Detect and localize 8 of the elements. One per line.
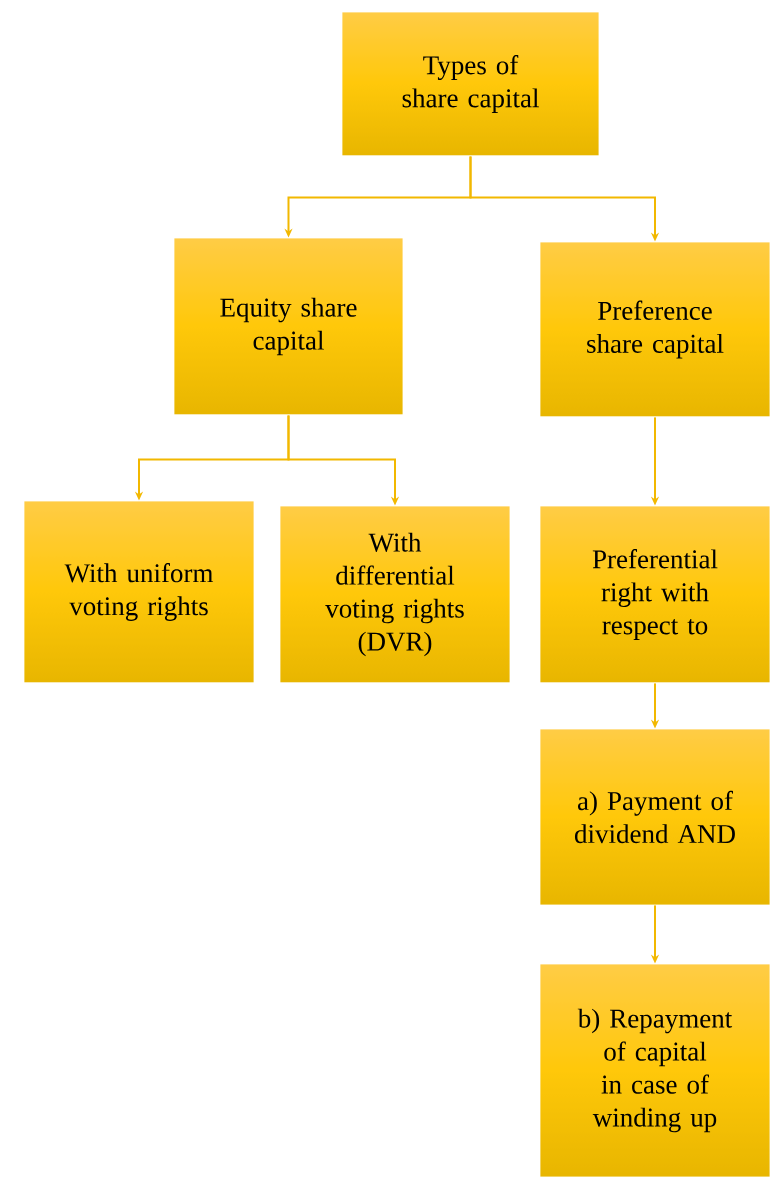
process-box: With uniform voting rights <box>23 500 255 684</box>
process-box: Preference share capital <box>539 241 771 418</box>
process-box: Equity share capital <box>173 237 404 416</box>
process-box: With differential voting rights (DVR) <box>279 505 511 684</box>
process-box: b) Repayment of capital in case of winding up <box>539 963 771 1178</box>
process-box: Preferential right with respect to <box>539 505 771 684</box>
process-box: Types of share capital <box>341 11 600 157</box>
process-box: a) Payment of dividend AND <box>539 728 771 906</box>
